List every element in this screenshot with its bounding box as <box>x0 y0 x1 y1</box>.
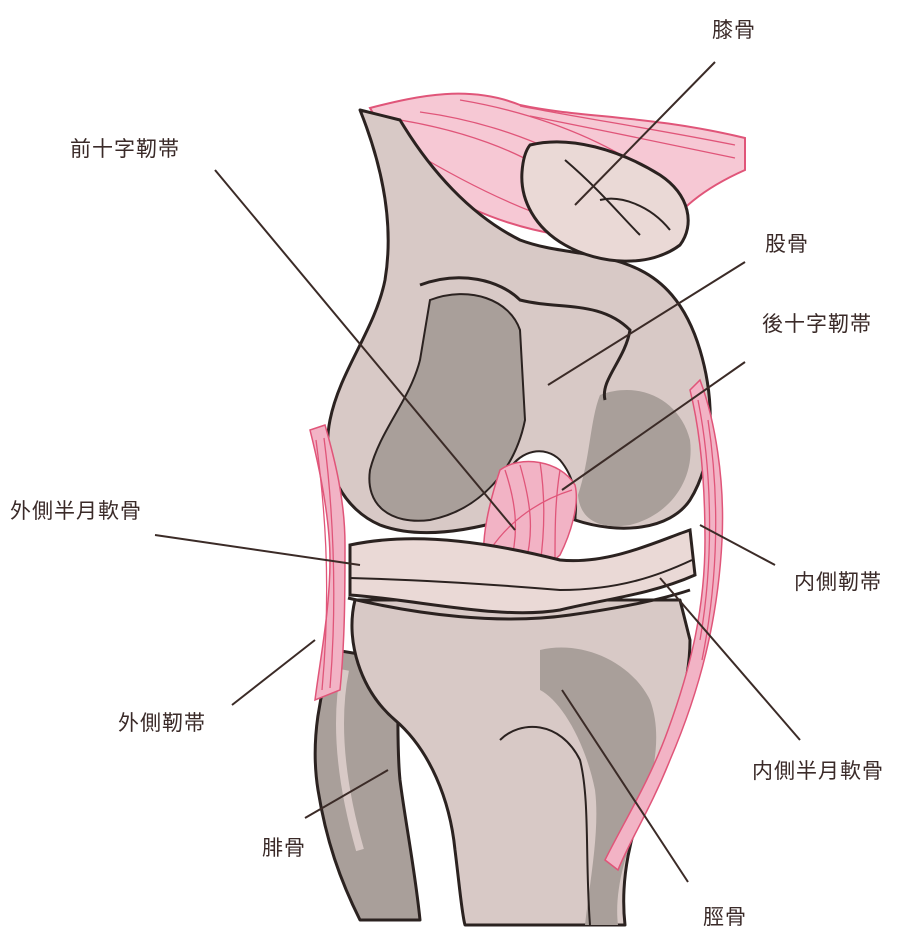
label-femur: 股骨 <box>765 228 809 258</box>
label-tibia: 脛骨 <box>703 901 747 931</box>
label-acl: 前十字靭帯 <box>70 133 180 163</box>
label-patella: 膝骨 <box>712 14 756 44</box>
label-fibula: 腓骨 <box>262 832 306 862</box>
leader-lateral-collateral <box>232 640 315 705</box>
label-lateral-collateral: 外側靭帯 <box>118 707 206 737</box>
label-pcl: 後十字靭帯 <box>762 308 872 338</box>
label-lateral-meniscus: 外側半月軟骨 <box>10 495 142 525</box>
label-medial-collateral: 内側靭帯 <box>794 566 882 596</box>
label-medial-meniscus: 内側半月軟骨 <box>752 755 884 785</box>
